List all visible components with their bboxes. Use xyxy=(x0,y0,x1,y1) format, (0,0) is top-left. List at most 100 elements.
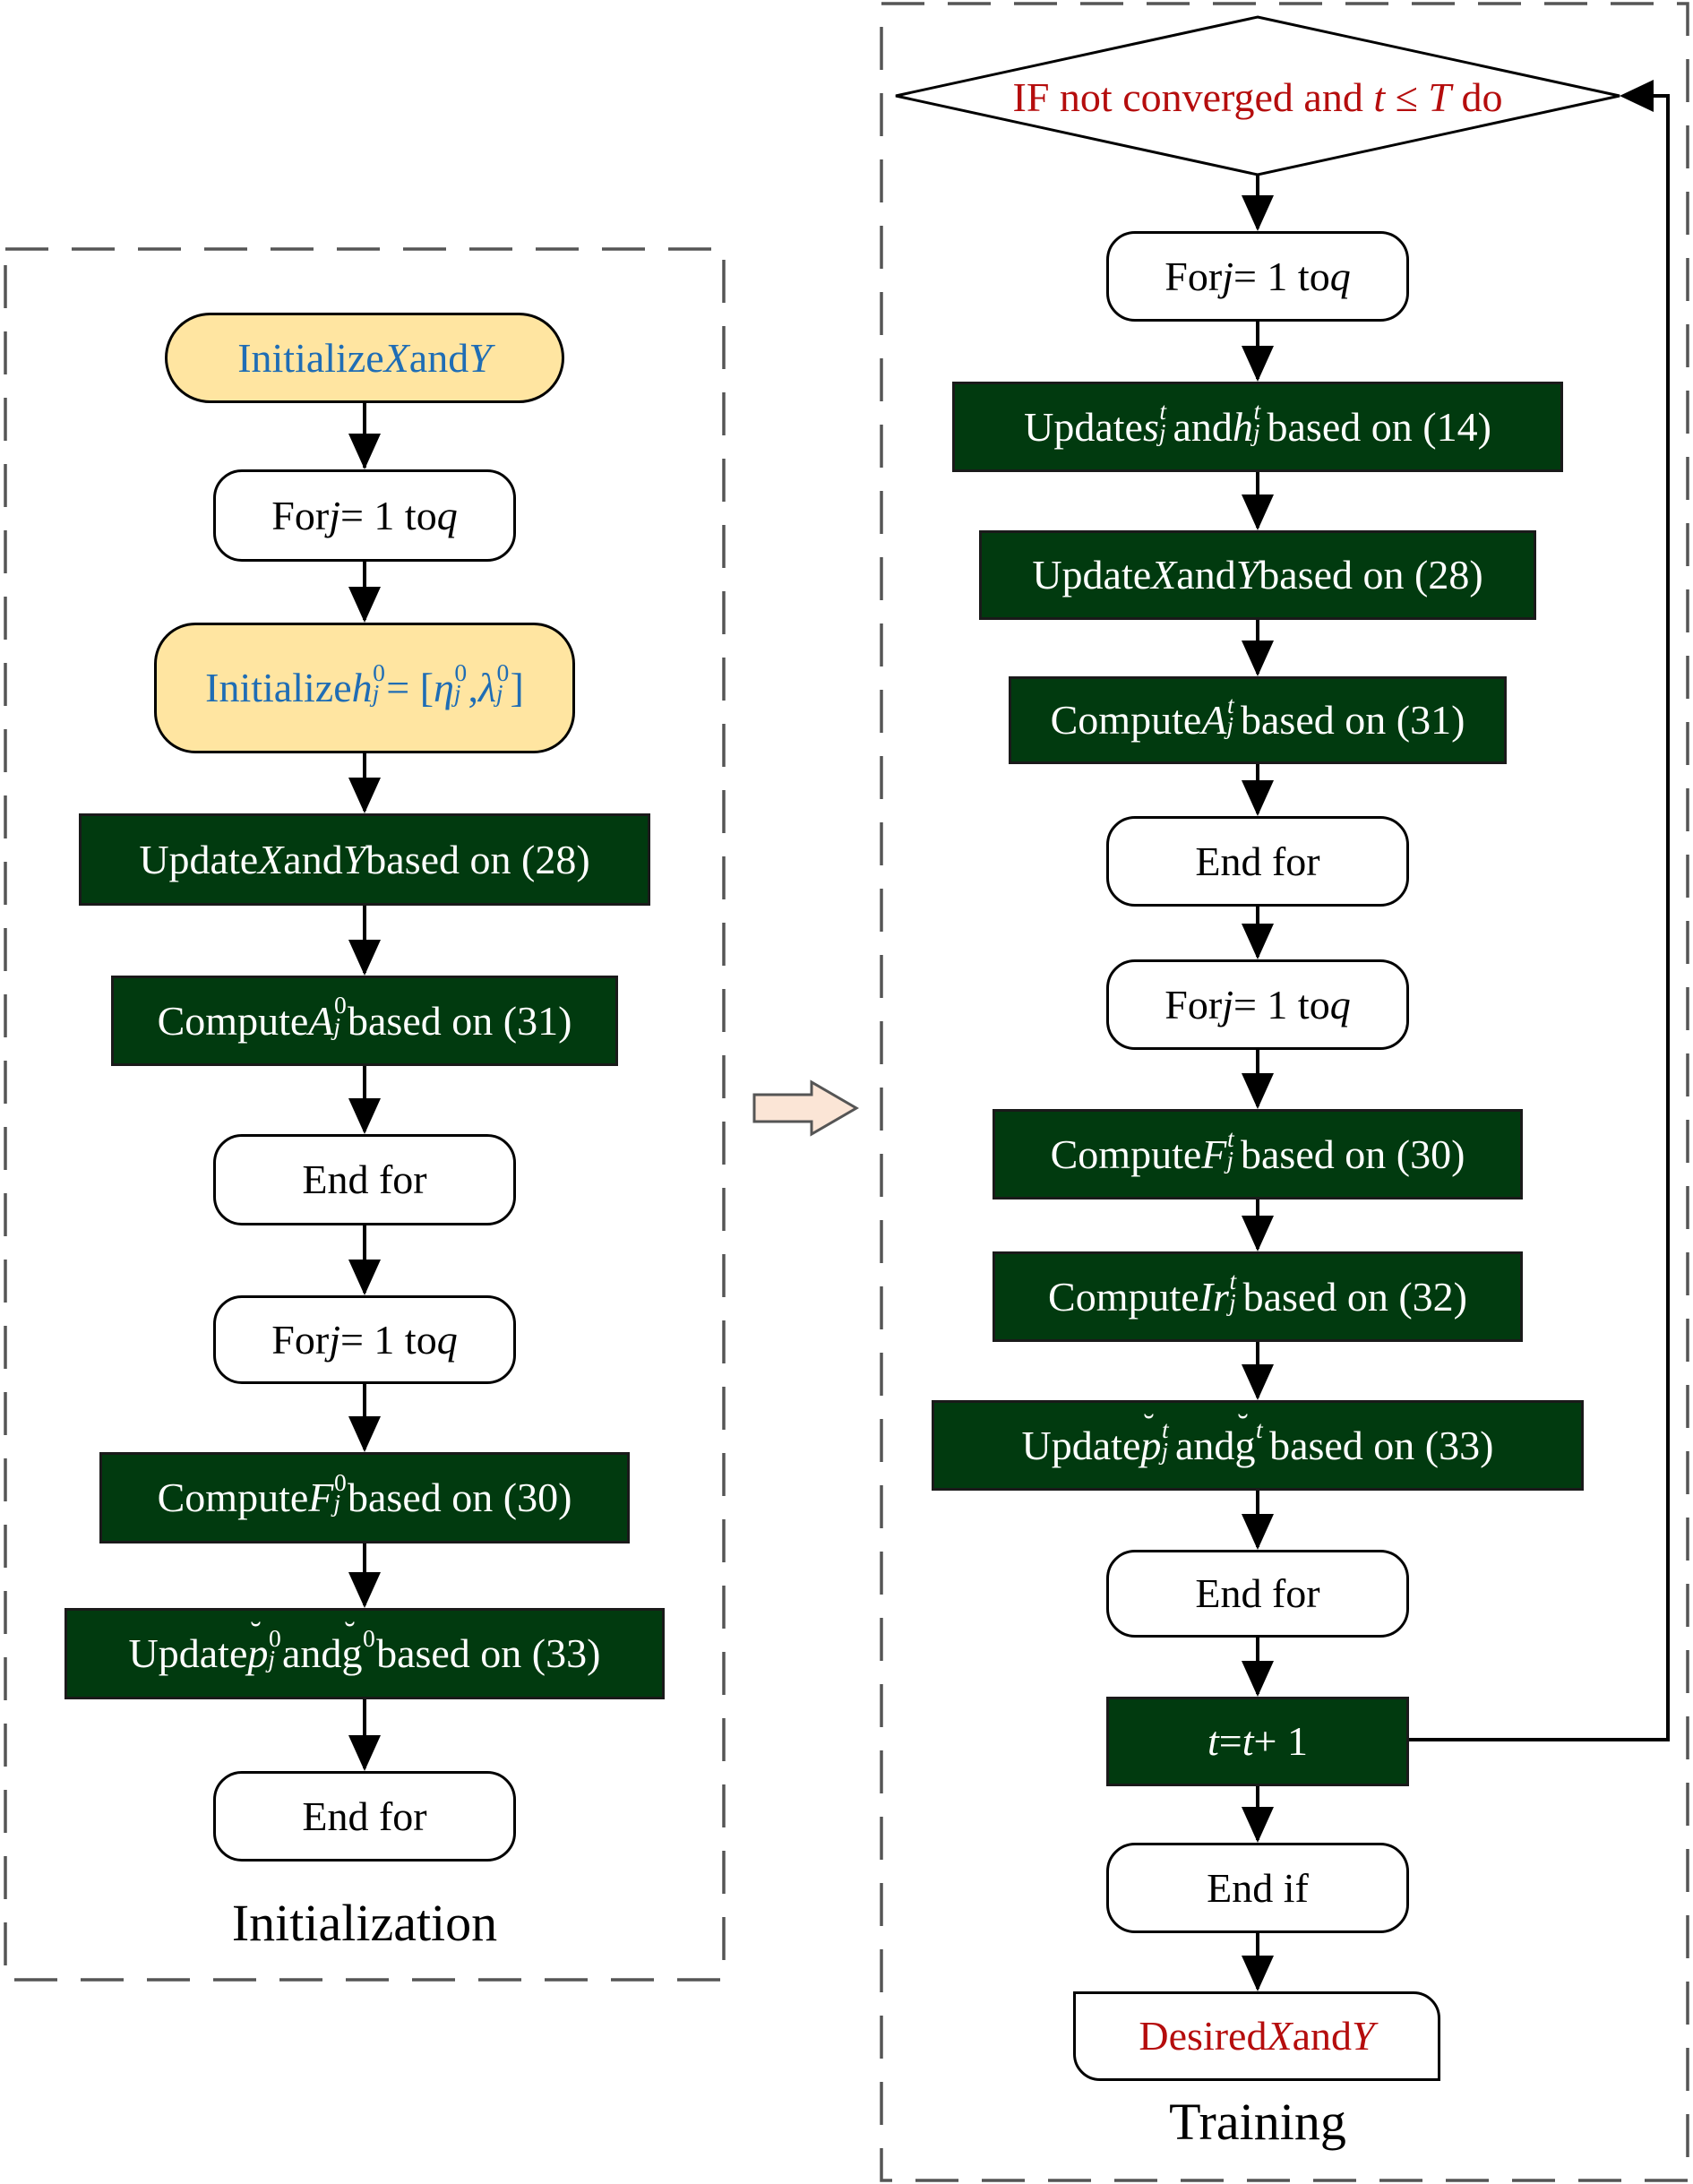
arrowhead-icon xyxy=(1242,1514,1274,1550)
init-update-pg-var-p: p xyxy=(247,1618,268,1674)
init-compute-f-pre: Compute xyxy=(157,1475,309,1520)
output-pre: Desired xyxy=(1139,2013,1268,2059)
train-end-for-2-label: End for xyxy=(1195,1570,1320,1616)
train-update-h-sub: j xyxy=(1252,417,1260,446)
init-compute-a-pre: Compute xyxy=(157,997,309,1044)
train-update-xy-step: Update X and Y based on (28) xyxy=(979,530,1536,620)
train-update-g-sup: t xyxy=(1255,1415,1263,1444)
train-compute-a-pre: Compute xyxy=(1050,697,1202,743)
init-compute-f-sub: j xyxy=(333,1489,341,1518)
init-h-comma: , xyxy=(468,665,478,710)
init-h-var: h xyxy=(351,665,373,710)
init-compute-f-post: based on (30) xyxy=(348,1475,572,1520)
train-output-step: Desired X and Y xyxy=(1073,1991,1440,2081)
train-for-step-2: For j = 1 to q xyxy=(1106,959,1409,1050)
init-for2-var-q: q xyxy=(436,1316,458,1363)
arrowhead-icon xyxy=(1242,924,1274,959)
init-xy-var-y: Y xyxy=(468,334,492,381)
arrowhead-icon xyxy=(1242,1807,1274,1843)
init-for-step-1: For j = 1 to q xyxy=(213,469,516,562)
init-compute-a-sub: j xyxy=(333,1011,341,1040)
init-compute-a-post: based on (31) xyxy=(348,997,572,1044)
train-compute-f-var: F xyxy=(1201,1131,1227,1177)
output-var-x: X xyxy=(1267,2013,1293,2059)
train-compute-f-post: based on (30) xyxy=(1241,1131,1465,1177)
arrowhead-icon xyxy=(348,434,381,469)
arrowhead-icon xyxy=(1242,780,1274,816)
init-compute-f-sup: 0 xyxy=(333,1467,347,1496)
train-compute-f-sup: t xyxy=(1226,1124,1234,1153)
init-h-close: ] xyxy=(510,665,524,710)
train-compute-ir-var: Ir xyxy=(1199,1273,1229,1320)
train-for2-pre: For xyxy=(1164,981,1223,1028)
arrowhead-icon xyxy=(348,587,381,623)
initialization-panel-frame xyxy=(4,247,726,1982)
init-end-for-1-label: End for xyxy=(302,1156,427,1202)
train-for1-var-q: q xyxy=(1329,253,1351,299)
train-end-for-step-1: End for xyxy=(1106,816,1409,907)
train-update-xy-post: based on (28) xyxy=(1259,552,1483,598)
init-lambda-sub: j xyxy=(495,679,503,708)
train-for1-pre: For xyxy=(1164,253,1223,299)
init-update-pg-step: Update p0j and g0 based on (33) xyxy=(64,1608,665,1699)
arrowhead-icon xyxy=(348,940,381,976)
increment-eq: = xyxy=(1218,1718,1242,1764)
init-for-step-2: For j = 1 to q xyxy=(213,1295,516,1384)
hollow-right-arrow-icon xyxy=(752,1079,859,1137)
init-compute-a-sup: 0 xyxy=(333,991,347,1019)
train-update-h-sup: t xyxy=(1253,397,1261,426)
train-compute-ir-sub: j xyxy=(1228,1287,1236,1316)
train-end-for-1-label: End for xyxy=(1195,838,1320,884)
train-for1-eq: = 1 to xyxy=(1233,253,1330,299)
init-for1-eq: = 1 to xyxy=(339,492,437,538)
train-update-xy-var-x: X xyxy=(1151,552,1177,598)
train-compute-f-pre: Compute xyxy=(1050,1131,1202,1177)
train-for2-var-q: q xyxy=(1329,981,1351,1028)
init-for2-var-j: j xyxy=(329,1316,340,1363)
init-update-pg-var-g: g xyxy=(341,1618,362,1674)
train-compute-ir-pre: Compute xyxy=(1048,1273,1199,1320)
train-end-for-step-2: End for xyxy=(1106,1550,1409,1638)
arrowhead-icon xyxy=(348,1735,381,1771)
condition-var-T: T xyxy=(1428,74,1451,120)
output-mid: and xyxy=(1292,2013,1352,2059)
output-var-y: Y xyxy=(1352,2013,1375,2059)
init-update-xy-pre: Update xyxy=(139,836,259,882)
init-update-pg-pre: Update xyxy=(128,1630,248,1676)
train-update-sh-var-s: s xyxy=(1142,403,1159,450)
train-update-g-scripts: t xyxy=(1255,1417,1269,1466)
init-for1-var-j: j xyxy=(329,492,340,538)
init-update-pg-post: based on (33) xyxy=(376,1630,601,1676)
train-update-xy-var-y: Y xyxy=(1235,552,1259,598)
arrowhead-icon xyxy=(348,1260,381,1295)
train-update-p-sup: t xyxy=(1161,1415,1169,1444)
train-update-pg-var-p: p xyxy=(1140,1410,1161,1466)
init-update-g-scripts: 0 xyxy=(362,1626,376,1674)
arrowhead-icon xyxy=(1242,1216,1274,1251)
arrowhead-icon xyxy=(348,1572,381,1608)
loop-back-connector xyxy=(1408,94,1670,1741)
init-for2-pre: For xyxy=(271,1316,330,1363)
condition-post: do xyxy=(1450,74,1503,120)
init-for2-eq: = 1 to xyxy=(339,1316,437,1363)
init-for1-pre: For xyxy=(271,492,330,538)
init-h-eq: = [ xyxy=(386,665,434,710)
increment-var-t2: t xyxy=(1242,1718,1254,1764)
init-xy-pre: Initialize xyxy=(237,334,384,381)
train-compute-ir-post: based on (32) xyxy=(1242,1273,1467,1320)
init-for1-var-q: q xyxy=(436,492,458,538)
train-update-xy-pre: Update xyxy=(1032,552,1152,598)
